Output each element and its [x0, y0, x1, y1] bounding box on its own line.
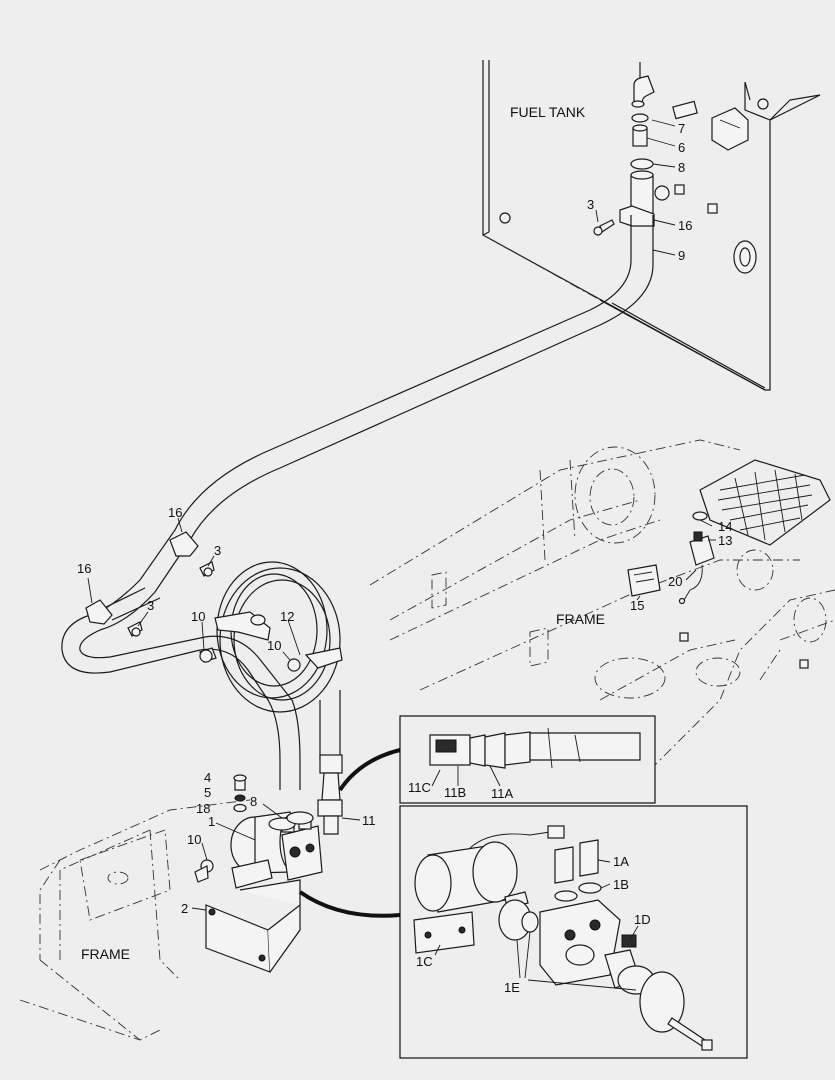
- callout-7: 7: [678, 121, 685, 136]
- callout-2: 2: [181, 901, 188, 916]
- callout-1b: 1B: [613, 877, 629, 892]
- callout-18: 18: [196, 801, 210, 816]
- fuel-pump-assembly: [194, 774, 323, 973]
- callout-1a: 1A: [613, 854, 629, 869]
- callout-16-top: 16: [678, 218, 692, 233]
- tank-outlet-fittings: [593, 75, 655, 236]
- callout-13: 13: [718, 533, 732, 548]
- callout-1c: 1C: [416, 954, 433, 969]
- frame-label-right: FRAME: [556, 611, 605, 627]
- coiled-hose: [214, 561, 343, 835]
- callout-11c: 11C: [408, 780, 431, 795]
- callout-3-left: 3: [147, 598, 154, 613]
- callout-5: 5: [204, 785, 211, 800]
- callout-16-left: 16: [77, 561, 91, 576]
- callout-20: 20: [668, 574, 682, 589]
- callout-8-top: 8: [678, 160, 685, 175]
- callout-10-mid: 10: [267, 638, 281, 653]
- callout-1d: 1D: [634, 912, 651, 927]
- callout-1e: 1E: [504, 980, 520, 995]
- fuel-hose: [61, 215, 654, 790]
- fuel-tank: FUEL TANK: [482, 60, 821, 391]
- switch-and-decal: [627, 511, 715, 605]
- frame-right: FRAME: [369, 439, 835, 771]
- fuel-tank-label: FUEL TANK: [510, 104, 586, 120]
- callout-9: 9: [678, 248, 685, 263]
- leader-lines: [87, 119, 716, 956]
- callout-15: 15: [630, 598, 644, 613]
- callout-11: 11: [362, 813, 376, 828]
- inset-hose-end: [399, 715, 656, 804]
- callout-14: 14: [718, 519, 732, 534]
- callout-3-mid: 3: [214, 543, 221, 558]
- hose-clamps: [85, 531, 301, 672]
- callout-numbers: 7 6 8 3 16 9 16 3 16 3 10 12 10 14 13 20…: [77, 121, 732, 995]
- callout-11b: 11B: [444, 785, 466, 800]
- callout-1: 1: [208, 814, 215, 829]
- callout-6: 6: [678, 140, 685, 155]
- callout-12: 12: [280, 609, 294, 624]
- frame-label-left: FRAME: [81, 946, 130, 962]
- callout-10-lower: 10: [187, 832, 201, 847]
- step-plate-holes: [717, 469, 813, 541]
- callout-10-upper: 10: [191, 609, 205, 624]
- callout-8-lower: 8: [250, 794, 257, 809]
- inset-pump-exploded: [399, 805, 748, 1059]
- callout-3-top: 3: [587, 197, 594, 212]
- callout-16-mid: 16: [168, 505, 182, 520]
- callout-4: 4: [204, 770, 211, 785]
- frame-left: FRAME: [19, 799, 251, 1041]
- callout-11a: 11A: [491, 786, 513, 801]
